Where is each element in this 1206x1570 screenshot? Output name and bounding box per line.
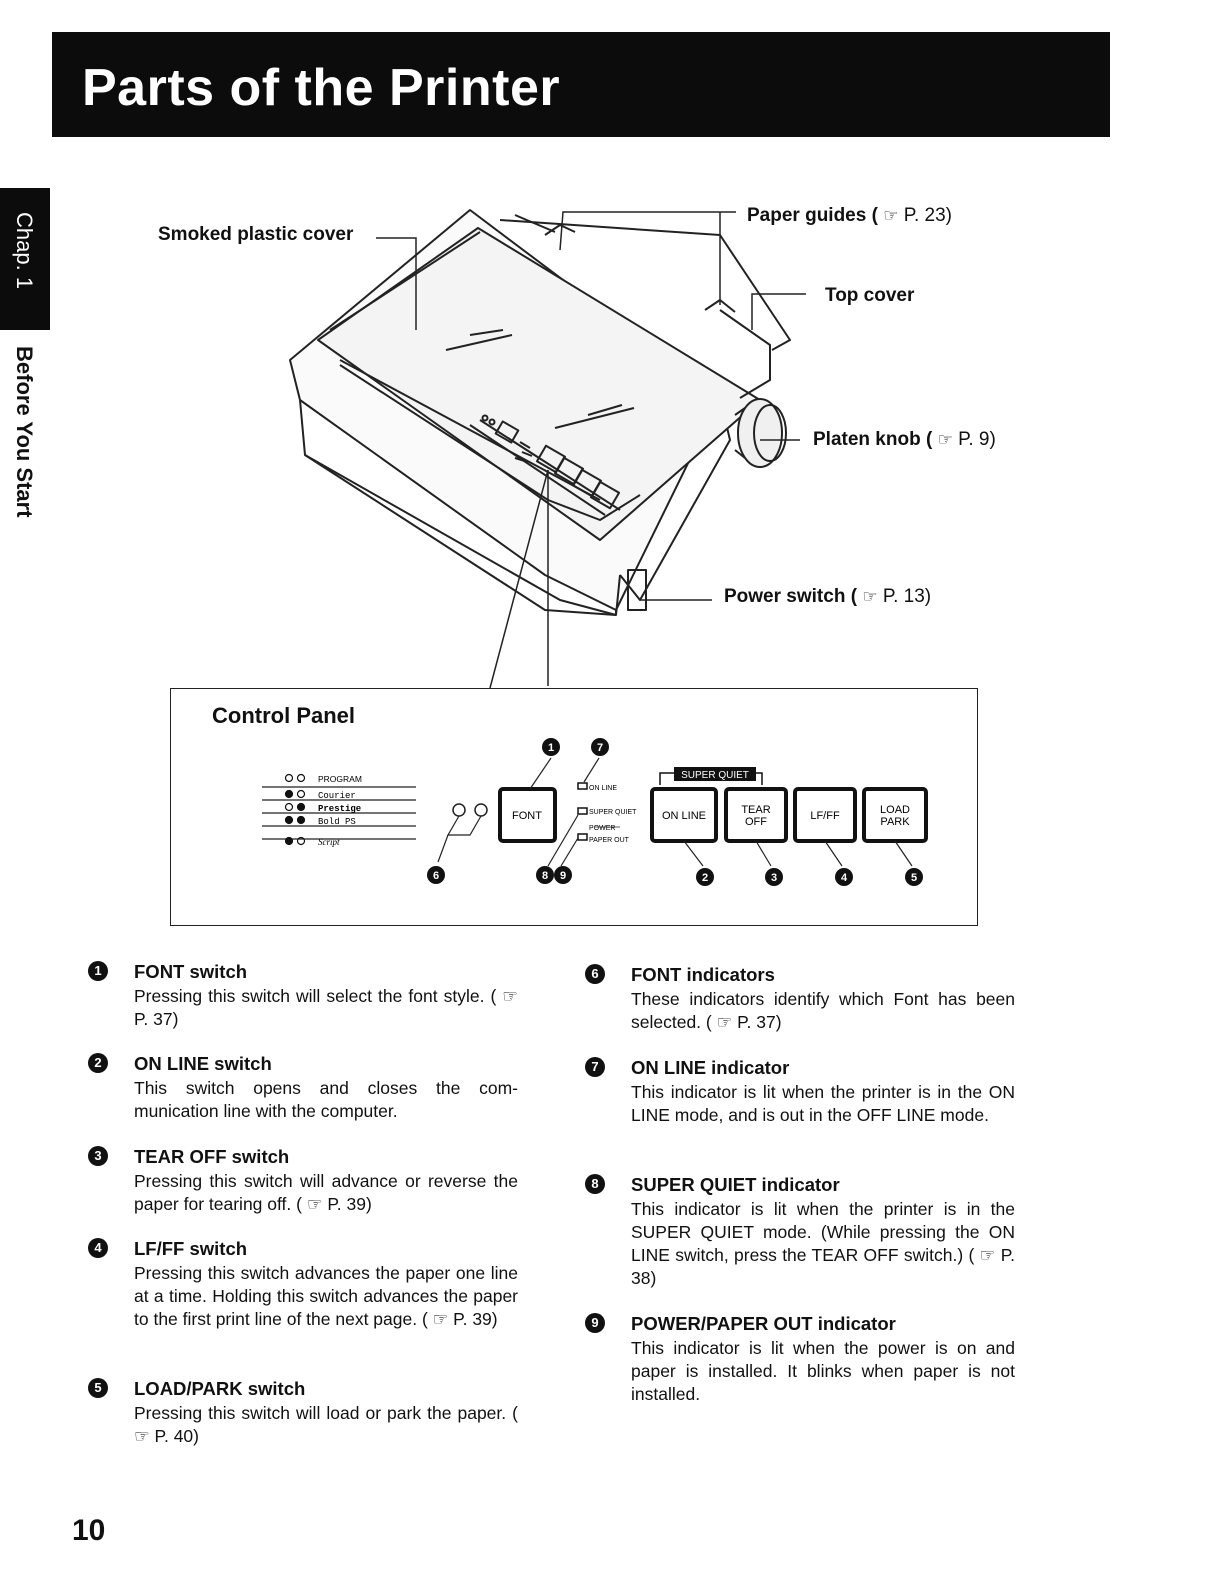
desc-title: LOAD/PARK switch <box>134 1378 306 1399</box>
desc-title: SUPER QUIET indicator <box>631 1174 840 1195</box>
platen-knob-label: Platen knob ( ☞ P. 9) <box>813 429 996 451</box>
desc-number: 5 <box>88 1378 108 1398</box>
desc-number: 9 <box>585 1313 605 1333</box>
top-cover-label: Top cover <box>825 285 915 306</box>
desc-body: Pressing this switch will load or park t… <box>134 1403 518 1446</box>
page-title: Parts of the Printer <box>82 59 561 117</box>
paper-guides-label: Paper guides ( ☞ P. 23) <box>747 205 952 227</box>
page-number: 10 <box>72 1514 106 1547</box>
desc-body: This indicator is lit when the printer i… <box>631 1199 1015 1288</box>
desc-title: FONT switch <box>134 961 248 982</box>
desc-body: Pressing this switch will select the fon… <box>134 986 518 1029</box>
power-switch-label: Power switch ( ☞ P. 13) <box>724 586 931 608</box>
control-panel-box <box>170 688 978 926</box>
desc-title: ON LINE indicator <box>631 1057 790 1078</box>
platen-knob-text: Platen knob ( <box>813 429 933 450</box>
desc-title: ON LINE switch <box>134 1053 272 1074</box>
desc-title: POWER/PAPER OUT indicator <box>631 1313 896 1334</box>
control-panel-title: Control Panel <box>212 703 356 728</box>
chapter-label: Chap. 1 <box>12 212 37 290</box>
pointing-hand-icon: ☞ <box>862 587 878 606</box>
smoked-cover-label: Smoked plastic cover <box>158 224 354 245</box>
pointing-hand-icon: ☞ <box>883 206 899 225</box>
desc-body: This indicator is lit when the printer i… <box>631 1082 1015 1125</box>
desc-number: 4 <box>88 1238 108 1258</box>
desc-body: This indicator is lit when the power is … <box>631 1338 1015 1404</box>
desc-title: FONT indicators <box>631 964 775 985</box>
desc-number: 7 <box>585 1057 605 1077</box>
desc-body: These indicators identify which Font has… <box>631 989 1015 1032</box>
desc-title: LF/FF switch <box>134 1238 248 1259</box>
desc-number: 3 <box>88 1146 108 1166</box>
desc-number: 6 <box>585 964 605 984</box>
section-label: Before You Start <box>12 346 37 518</box>
desc-body: This switch opens and closes the com- mu… <box>134 1078 518 1121</box>
power-switch-ref: P. 13) <box>882 586 932 607</box>
page-header: Parts of the Printer <box>52 32 1110 137</box>
paper-guides-ref: P. 23) <box>903 205 952 226</box>
desc-number: 1 <box>88 961 108 981</box>
power-switch-text: Power switch ( <box>724 586 858 607</box>
desc-number: 8 <box>585 1174 605 1194</box>
desc-body: Pressing this switch will advance or rev… <box>134 1171 518 1214</box>
platen-knob-ref: P. 9) <box>958 429 996 450</box>
chapter-tab <box>0 188 50 330</box>
printer-illustration <box>289 209 806 689</box>
desc-title: TEAR OFF switch <box>134 1146 290 1167</box>
pointing-hand-icon: ☞ <box>937 430 953 449</box>
paper-guides-text: Paper guides ( <box>747 205 878 226</box>
desc-body: Pressing this switch advances the paper … <box>134 1263 518 1329</box>
desc-number: 2 <box>88 1053 108 1073</box>
